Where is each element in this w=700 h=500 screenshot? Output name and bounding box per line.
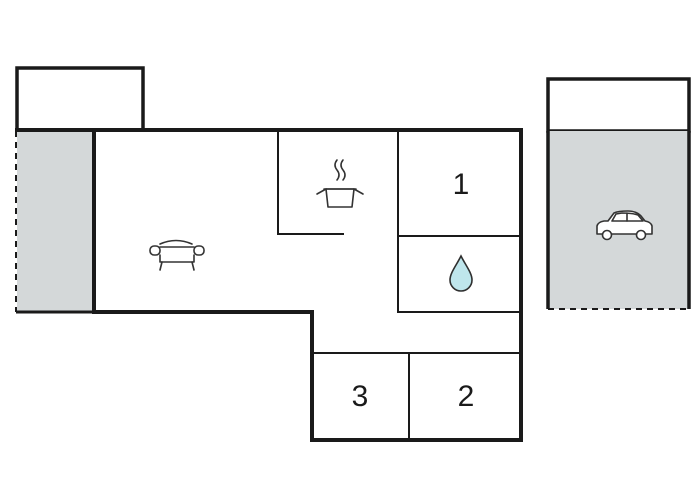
room-number-2: 2 — [458, 380, 475, 413]
cooking-pot-icon — [316, 159, 364, 208]
car-icon — [596, 210, 653, 241]
carport-roof — [546, 77, 691, 133]
room-number-1: 1 — [453, 168, 470, 201]
kitchen-wall — [277, 130, 344, 235]
room-number-3: 3 — [352, 380, 369, 413]
left-annex-box — [15, 66, 145, 132]
terrace-left — [17, 130, 94, 312]
water-drop-icon — [449, 254, 473, 292]
sofa-icon — [149, 239, 205, 271]
bedroom-1-wall — [397, 130, 521, 313]
house-outline — [15, 128, 523, 442]
